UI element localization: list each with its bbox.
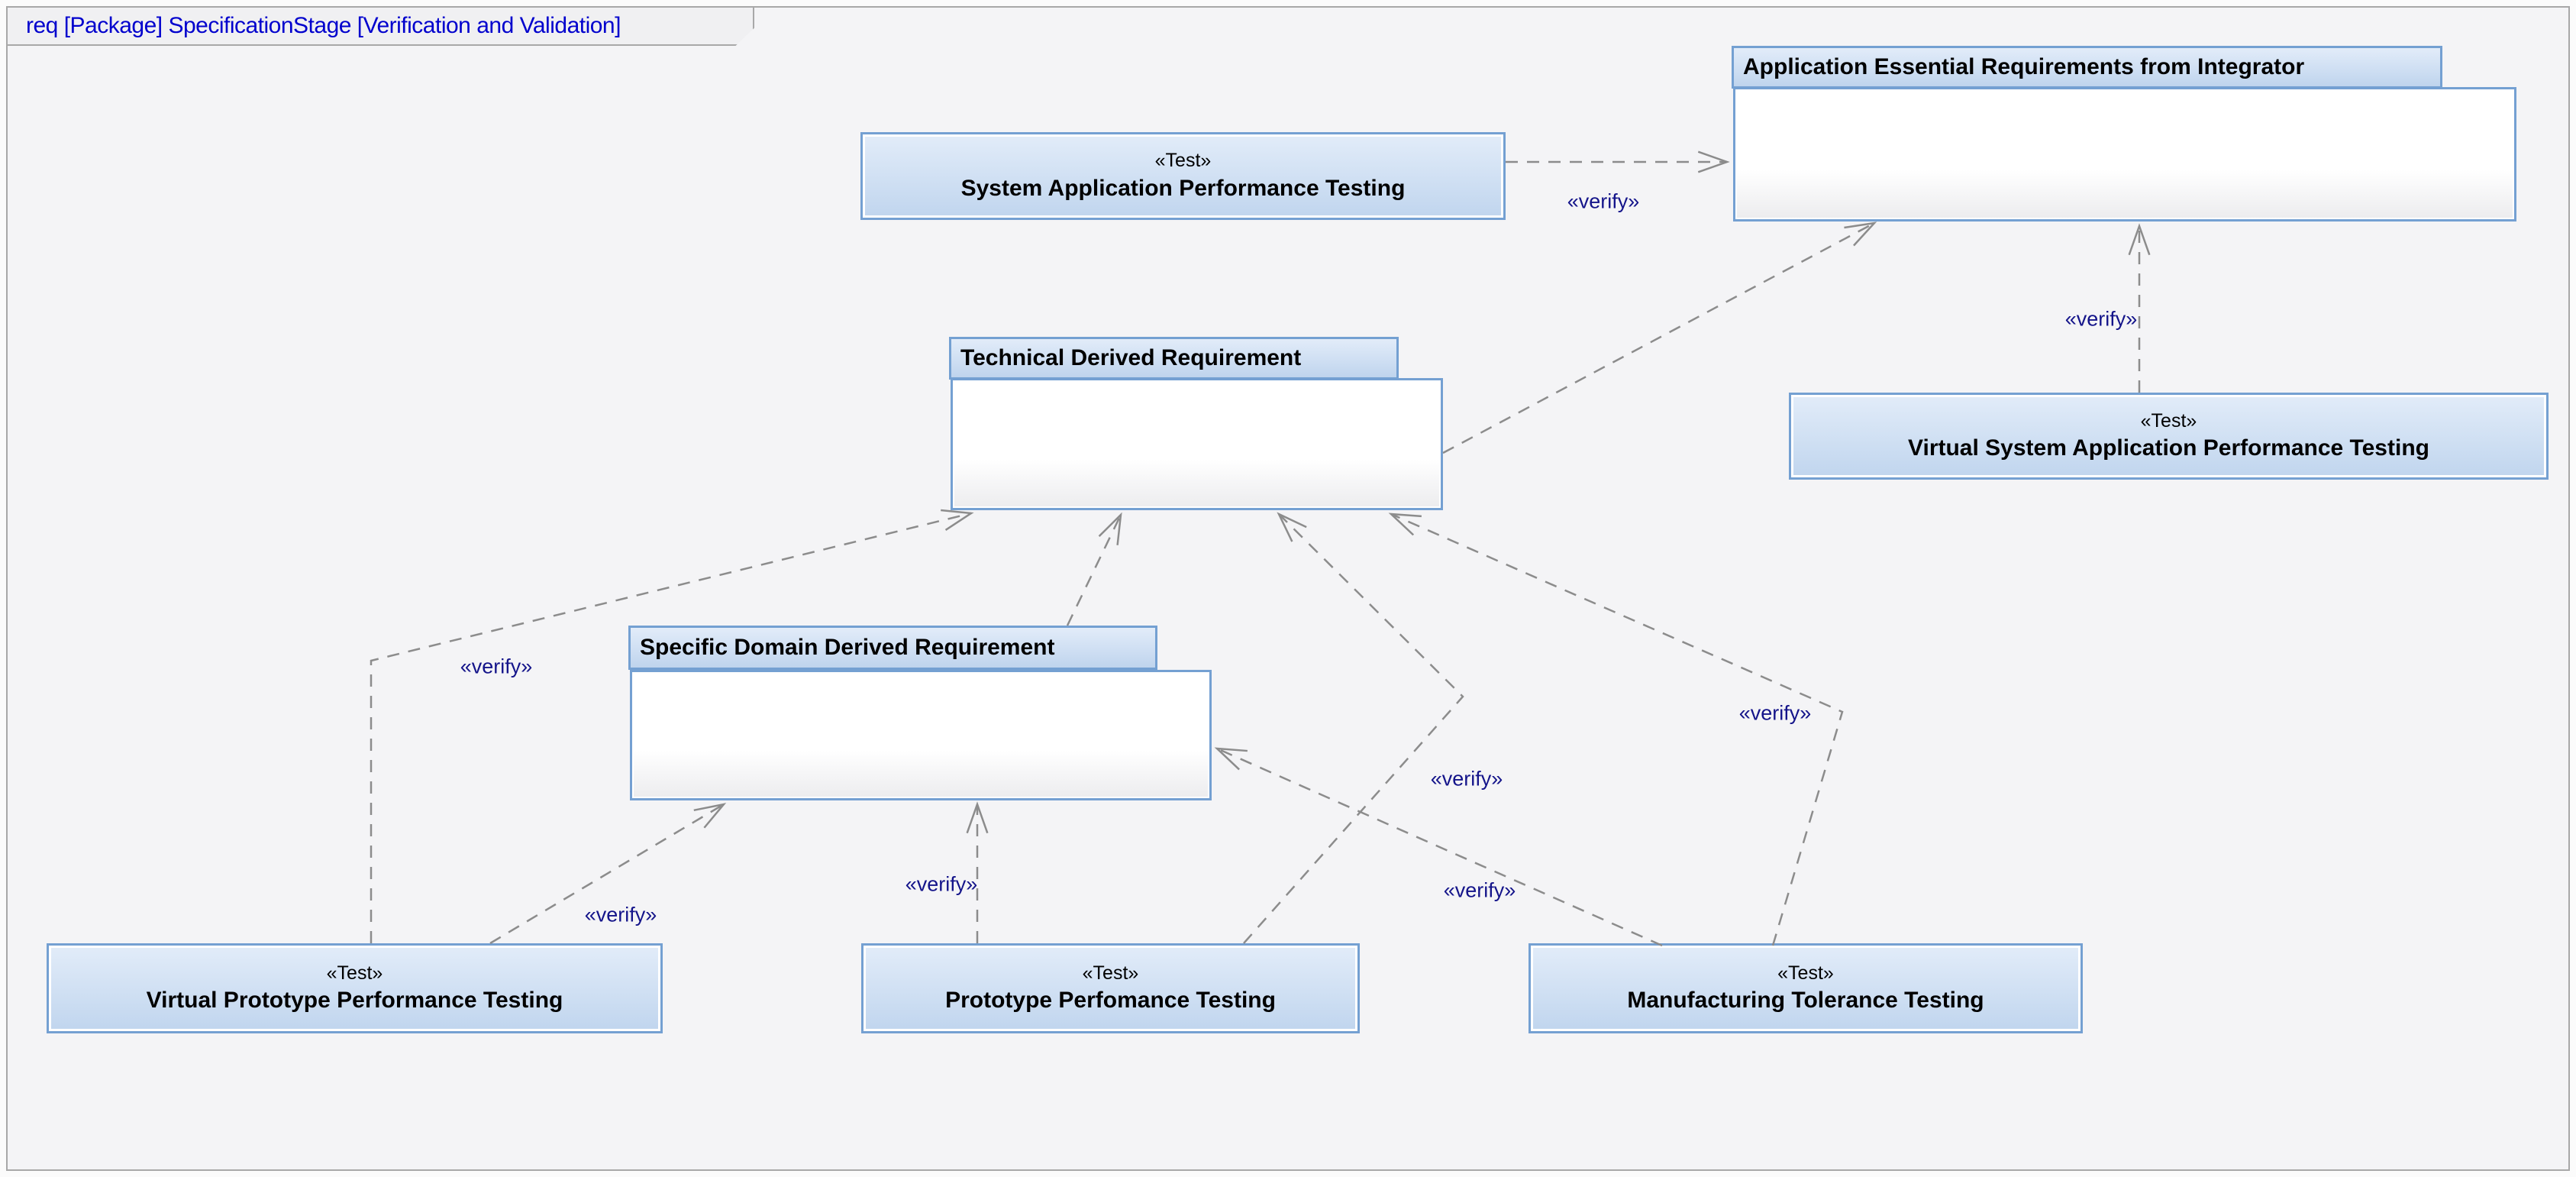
stereotype-label: «Test» bbox=[1082, 962, 1139, 984]
arrowhead-e-virtsys-appess bbox=[2128, 223, 2151, 256]
requirement-name: Application Essential Requirements from … bbox=[1743, 54, 2305, 79]
arrowhead-e-manuf-tech bbox=[1388, 513, 1422, 536]
requirement-name: Technical Derived Requirement bbox=[960, 345, 1302, 370]
node-tech-req-title[interactable]: Technical Derived Requirement bbox=[949, 337, 1399, 380]
arrowhead-e-specdom-tech bbox=[1098, 512, 1122, 545]
verify-label-e-proto-tech: «verify» bbox=[1430, 767, 1503, 791]
node-app-ess-req-title[interactable]: Application Essential Requirements from … bbox=[1732, 46, 2442, 89]
test-name: System Application Performance Testing bbox=[960, 175, 1406, 201]
arrowhead-e-virtproto-tech bbox=[941, 509, 974, 531]
arrowhead-e-proto-tech bbox=[1277, 512, 1307, 542]
edge-e-manuf-tech[interactable] bbox=[1390, 513, 1844, 946]
node-sys-app-test[interactable]: «Test» System Application Performance Tes… bbox=[860, 132, 1506, 220]
node-virt-proto-test[interactable]: «Test» Virtual Prototype Performance Test… bbox=[47, 943, 663, 1033]
node-spec-dom-req-body[interactable] bbox=[630, 670, 1212, 800]
arrowhead-e-sysapp-appess bbox=[1697, 150, 1730, 173]
node-proto-test[interactable]: «Test» Prototype Perfomance Testing bbox=[861, 943, 1360, 1033]
node-spec-dom-req-title[interactable]: Specific Domain Derived Requirement bbox=[628, 626, 1157, 670]
stereotype-label: «Test» bbox=[1777, 962, 1834, 984]
node-manuf-test[interactable]: «Test» Manufacturing Tolerance Testing bbox=[1528, 943, 2083, 1033]
stereotype-label: «Test» bbox=[1154, 150, 1212, 172]
requirement-name: Specific Domain Derived Requirement bbox=[640, 635, 1055, 660]
stereotype-label: «Test» bbox=[2140, 409, 2197, 432]
node-virt-sys-test[interactable]: «Test» Virtual System Application Perform… bbox=[1789, 393, 2549, 480]
verify-label-e-sysapp-appess: «verify» bbox=[1567, 189, 1640, 213]
verify-label-e-manuf-tech: «verify» bbox=[1738, 701, 1812, 725]
edge-e-tech-appess[interactable] bbox=[1442, 221, 1875, 454]
node-tech-req-body[interactable] bbox=[951, 378, 1443, 510]
arrowhead-e-proto-specdom bbox=[966, 801, 989, 834]
verify-label-e-proto-specdom: «verify» bbox=[905, 872, 978, 896]
test-name: Virtual System Application Performance T… bbox=[1908, 435, 2429, 461]
node-app-ess-req-body[interactable] bbox=[1733, 87, 2516, 221]
arrowhead-e-virtproto-specdom bbox=[693, 803, 727, 829]
frame-title: req [Package] SpecificationStage [Verifi… bbox=[26, 13, 621, 38]
verify-label-e-virtproto-tech: «verify» bbox=[460, 655, 533, 678]
verify-label-e-virtproto-specdom: «verify» bbox=[584, 903, 657, 926]
arrowhead-e-manuf-specdom bbox=[1214, 747, 1248, 771]
test-name: Virtual Prototype Performance Testing bbox=[146, 988, 563, 1014]
test-name: Manufacturing Tolerance Testing bbox=[1627, 988, 1984, 1014]
edge-e-manuf-specdom[interactable] bbox=[1216, 747, 1663, 947]
edge-e-proto-tech[interactable] bbox=[1243, 513, 1464, 944]
edge-e-virtproto-specdom[interactable] bbox=[489, 803, 725, 945]
test-name: Prototype Perfomance Testing bbox=[945, 988, 1276, 1014]
verify-label-e-virtsys-appess: «verify» bbox=[2064, 307, 2138, 331]
frame-title-tab: req [Package] SpecificationStage [Verifi… bbox=[6, 6, 754, 46]
edge-e-virtproto-tech[interactable] bbox=[370, 512, 972, 943]
verify-label-e-manuf-specdom: «verify» bbox=[1443, 878, 1516, 902]
arrowhead-e-tech-appess bbox=[1844, 221, 1877, 247]
stereotype-label: «Test» bbox=[326, 962, 383, 984]
